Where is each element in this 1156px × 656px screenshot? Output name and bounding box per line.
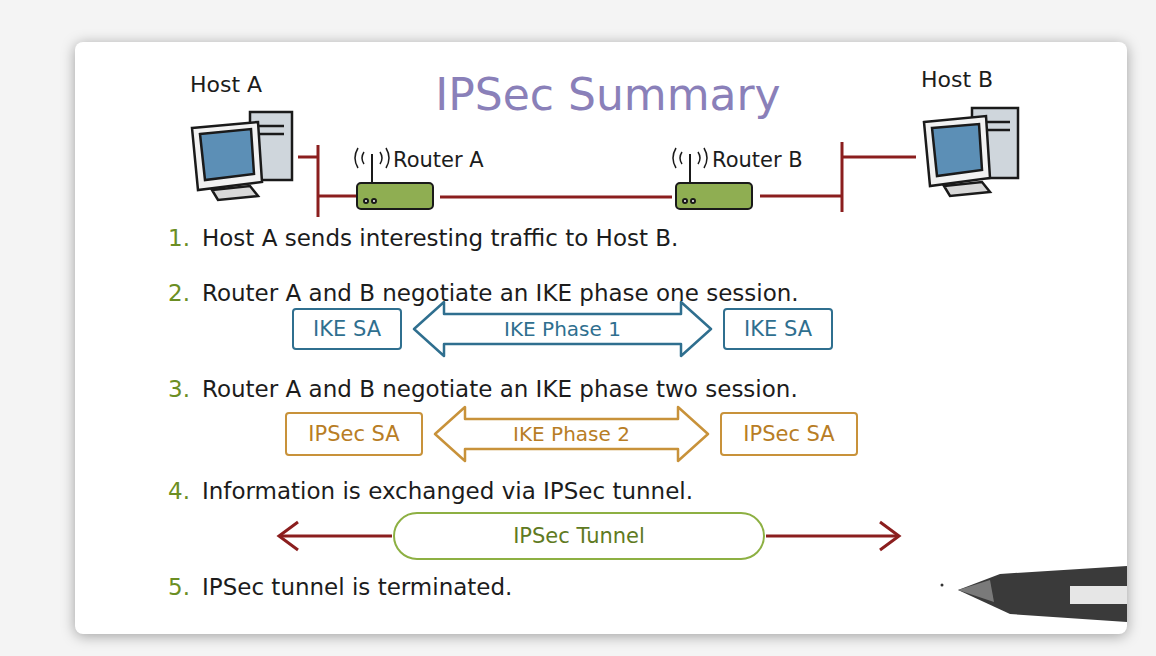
step-number: 3. [168, 376, 190, 402]
pen-illustration [941, 566, 1128, 622]
sa-box: IPSec SA [720, 412, 858, 456]
phase-arrow [435, 407, 708, 461]
box-text: IPSec SA [308, 422, 399, 446]
sa-box: IKE SA [723, 308, 833, 350]
title: IPSec Summary [435, 70, 780, 121]
step-text: Host A sends interesting traffic to Host… [202, 225, 678, 251]
device-label: Host A [190, 72, 262, 97]
step-number: 2. [168, 280, 190, 306]
step-text: Router A and B negotiate an IKE phase tw… [202, 376, 798, 402]
step-number: 1. [168, 225, 190, 251]
box-text: IKE SA [744, 317, 812, 341]
phase-label: IKE Phase 1 [501, 318, 624, 340]
step-number: 5. [168, 574, 190, 600]
network-wires [298, 142, 916, 217]
step-text: IPSec tunnel is terminated. [202, 574, 512, 600]
step-number: 4. [168, 478, 190, 504]
sa-box: IKE SA [292, 308, 402, 350]
sa-box: IPSec SA [285, 412, 423, 456]
device-label: Host B [921, 67, 993, 92]
box-text: IKE SA [313, 317, 381, 341]
device-label: Router B [712, 148, 803, 172]
tunnel-arrows [279, 522, 899, 550]
host-a-computer [192, 112, 292, 200]
tunnel-box: IPSec Tunnel [393, 512, 765, 560]
device-label: Router A [393, 148, 484, 172]
box-text: IPSec Tunnel [513, 524, 645, 548]
phase-label: IKE Phase 2 [510, 423, 633, 445]
box-text: IPSec SA [743, 422, 834, 446]
step-text: Router A and B negotiate an IKE phase on… [202, 280, 799, 306]
phase-arrow [414, 302, 711, 356]
host-b-computer [924, 108, 1018, 196]
step-text: Information is exchanged via IPSec tunne… [202, 478, 693, 504]
